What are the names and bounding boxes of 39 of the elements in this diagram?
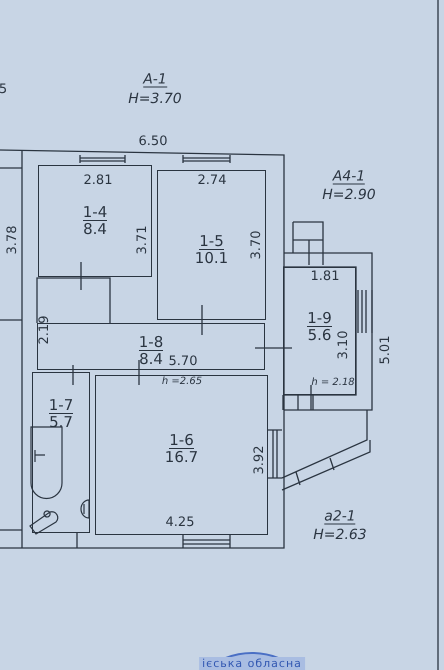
dimension-label: 3.92	[253, 446, 267, 474]
height-label: H=2.63	[313, 528, 367, 542]
dimension-label: 3.70	[250, 230, 264, 260]
stamp-text: ієська обласна	[199, 657, 305, 670]
room-number: 1-6	[169, 432, 194, 449]
room-number: 1-7	[48, 397, 74, 414]
dimension-label: 3.71	[136, 226, 150, 254]
zone-label: A-1	[143, 72, 167, 88]
room-outline	[157, 170, 266, 320]
dimension-label: 5.01	[379, 336, 393, 364]
dimension-label: 5.70	[168, 355, 198, 369]
dimension-label: 2.19	[38, 316, 52, 344]
room-area: 16.7	[164, 449, 198, 465]
room-area: 10.1	[194, 250, 228, 266]
room-number: 1-8	[138, 334, 164, 351]
room-area: 8.4	[83, 221, 107, 237]
dimension-label: 2.81	[84, 174, 112, 188]
room-number: 1-5	[199, 233, 224, 250]
room-outline	[32, 372, 90, 533]
dimension-label: 5	[0, 83, 8, 97]
height-label: H=3.70	[128, 92, 182, 106]
room-outline	[95, 375, 268, 535]
room-outline	[38, 165, 152, 277]
room-number: 1-9	[307, 310, 332, 327]
room-area: 8.4	[139, 351, 163, 367]
height-label: h = 2.18	[311, 376, 355, 390]
dimension-label: 2.74	[198, 174, 226, 188]
zone-label: a2-1	[324, 510, 356, 524]
dimension-label: 4.25	[166, 516, 194, 530]
room-area: 5.6	[308, 327, 332, 343]
height-label: h =2.65	[162, 375, 202, 389]
room-number: 1-4	[82, 204, 108, 221]
dimension-label: 1.81	[310, 270, 340, 284]
dimension-label: 6.50	[138, 135, 168, 149]
zone-label: A4-1	[332, 170, 366, 184]
height-label: H=2.90	[322, 188, 376, 202]
room-outline	[283, 267, 356, 395]
dimension-label: 3.10	[337, 330, 351, 360]
dimension-label: 3.78	[6, 226, 20, 254]
